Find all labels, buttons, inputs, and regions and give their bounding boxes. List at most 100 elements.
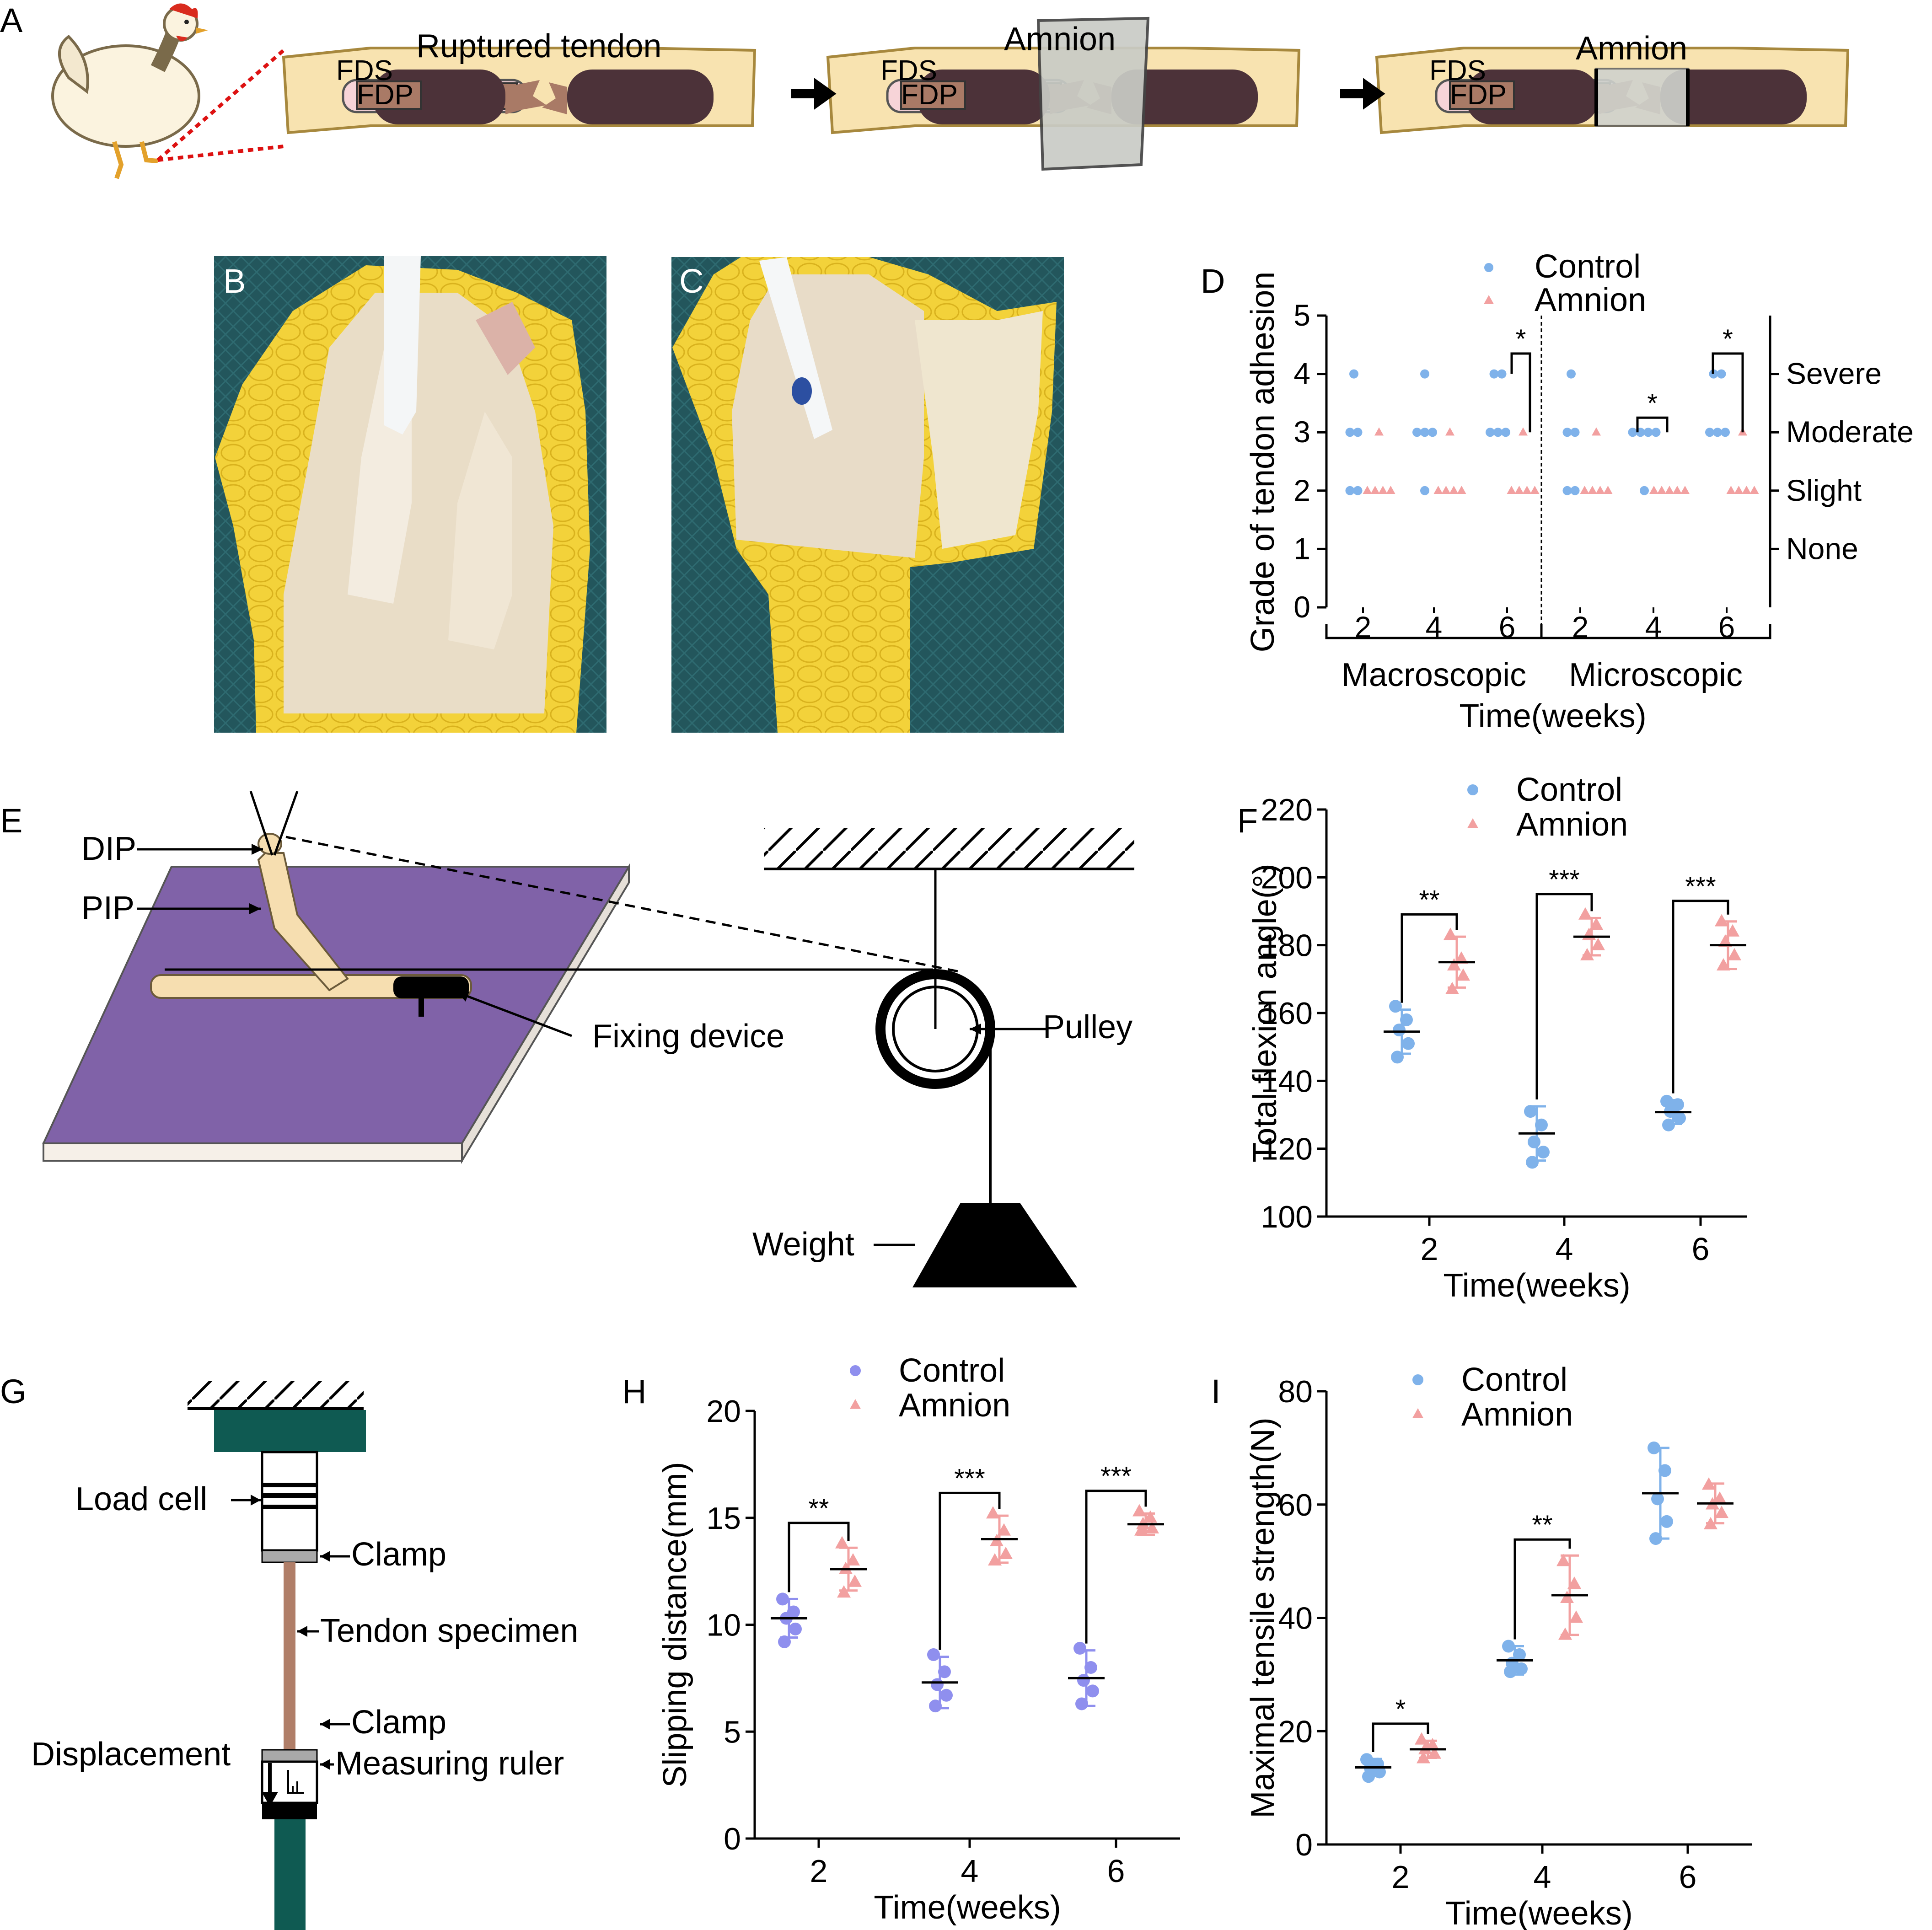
data-point-amnion — [1136, 1517, 1150, 1529]
data-point-amnion — [1713, 1491, 1727, 1504]
data-point-amnion — [1457, 486, 1466, 494]
y-axis-label: Maximal tensile strength(N) — [1245, 1417, 1281, 1818]
tick-label-y: 3 — [1293, 415, 1310, 449]
data-point-control — [1400, 1013, 1413, 1026]
tick-label-x: 2 — [810, 1853, 828, 1889]
tick-label-y: 60 — [1278, 1488, 1313, 1523]
data-point-amnion — [1386, 486, 1395, 494]
significance-stars: ** — [808, 1494, 829, 1523]
data-point-control — [1489, 369, 1499, 379]
data-point-control — [1660, 1094, 1673, 1108]
significance-bracket — [1672, 900, 1729, 1094]
data-point-amnion — [1588, 486, 1597, 494]
legend-label-control: Control — [1461, 1362, 1567, 1398]
data-point-amnion — [1445, 427, 1454, 436]
legend-label-control: Control — [899, 1352, 1005, 1389]
data-point-control — [1345, 486, 1355, 495]
label-pip: PIP — [81, 890, 134, 927]
data-point-amnion — [1454, 951, 1468, 964]
label-tendon-specimen: Tendon specimen — [320, 1613, 578, 1649]
data-point-amnion — [1704, 1517, 1717, 1529]
x-axis-label: Time(weeks) — [1443, 1267, 1630, 1304]
data-point-control — [778, 1635, 791, 1648]
data-point-amnion — [1567, 1576, 1581, 1589]
tick-label-y: 0 — [1295, 1828, 1313, 1862]
right-label: Severe — [1786, 357, 1882, 391]
fdp-label-box — [1449, 80, 1515, 110]
data-point-amnion — [1418, 1742, 1432, 1754]
load-cell — [261, 1451, 318, 1552]
group-label: Microscopic — [1569, 657, 1743, 693]
y-axis-label: Slipping distance(mm) — [657, 1462, 693, 1787]
tick-label-x: 4 — [1534, 1859, 1551, 1895]
data-point-control — [1086, 1684, 1099, 1698]
x-axis-label: Time(weeks) — [874, 1889, 1061, 1926]
legend-marker-amnion — [1484, 295, 1494, 304]
data-point-control — [1493, 428, 1503, 437]
data-point-control — [1662, 1118, 1675, 1131]
axis-y — [1325, 316, 1771, 607]
data-point-amnion — [1132, 1504, 1146, 1517]
tick-label-y: 100 — [1261, 1200, 1313, 1234]
panel-b-letter: B — [223, 262, 246, 300]
data-point-control — [1660, 1515, 1673, 1528]
tick-label-x: 4 — [1645, 610, 1662, 644]
panel-a-title-ruptured: Ruptured tendon — [416, 28, 661, 64]
panel-c-photo: C — [671, 257, 1064, 733]
data-point-amnion — [1143, 1510, 1157, 1523]
data-point-control — [1524, 1105, 1537, 1118]
data-point-amnion — [1580, 486, 1589, 494]
data-point-amnion — [1444, 927, 1457, 940]
significance-stars: ** — [1419, 885, 1439, 915]
data-point-control — [1640, 486, 1649, 495]
rupture-end — [505, 80, 547, 114]
data-point-amnion — [997, 1523, 1011, 1536]
data-point-control — [1717, 369, 1726, 379]
legend-marker-control — [850, 1365, 861, 1376]
label-fixing-device: Fixing device — [592, 1018, 784, 1055]
label-weight: Weight — [752, 1226, 854, 1263]
tendon-stump-distal — [1111, 70, 1258, 124]
data-point-control — [1628, 428, 1637, 437]
legend-label-amnion: Amnion — [1535, 282, 1646, 318]
data-point-control — [1501, 428, 1510, 437]
tick-label-y: 20 — [706, 1394, 741, 1429]
right-label: None — [1786, 531, 1858, 565]
data-point-control — [1504, 1665, 1517, 1678]
data-point-amnion — [1715, 1506, 1728, 1518]
arrow-icon — [1340, 78, 1385, 110]
data-point-amnion — [837, 1585, 851, 1598]
data-point-control — [1515, 1662, 1528, 1675]
tick-label-y: 1 — [1293, 531, 1310, 565]
group-bracket — [1325, 624, 1771, 639]
legend-marker-control — [1412, 1374, 1423, 1385]
label-dip: DIP — [81, 831, 136, 867]
data-point-control — [1673, 1111, 1686, 1125]
x-axis-label: Time(weeks) — [1445, 1895, 1632, 1930]
label-fdp: FDP — [357, 79, 413, 111]
data-point-amnion — [1591, 938, 1605, 950]
data-point-amnion — [1447, 958, 1461, 970]
data-point-control — [1705, 428, 1714, 437]
legend-label-control: Control — [1516, 772, 1622, 808]
data-point-amnion — [1717, 958, 1730, 970]
significance-stars: *** — [1549, 865, 1580, 895]
label-fdp: FDP — [1450, 79, 1507, 111]
data-point-amnion — [835, 1536, 849, 1549]
data-point-amnion — [1578, 907, 1592, 920]
data-point-amnion — [1378, 486, 1388, 494]
tick-label-x: 6 — [1718, 610, 1735, 644]
tick-label-y: 4 — [1293, 357, 1310, 391]
tick-label-y: 180 — [1261, 928, 1313, 963]
panel-b-photo: B — [214, 256, 606, 733]
data-point-amnion — [839, 1561, 853, 1574]
panel-a-title-amnion: Amnion — [1004, 21, 1116, 58]
clamp-top — [261, 1549, 318, 1563]
data-point-amnion — [1742, 486, 1751, 494]
data-point-control — [1353, 486, 1363, 495]
data-point-control — [1393, 1024, 1406, 1037]
